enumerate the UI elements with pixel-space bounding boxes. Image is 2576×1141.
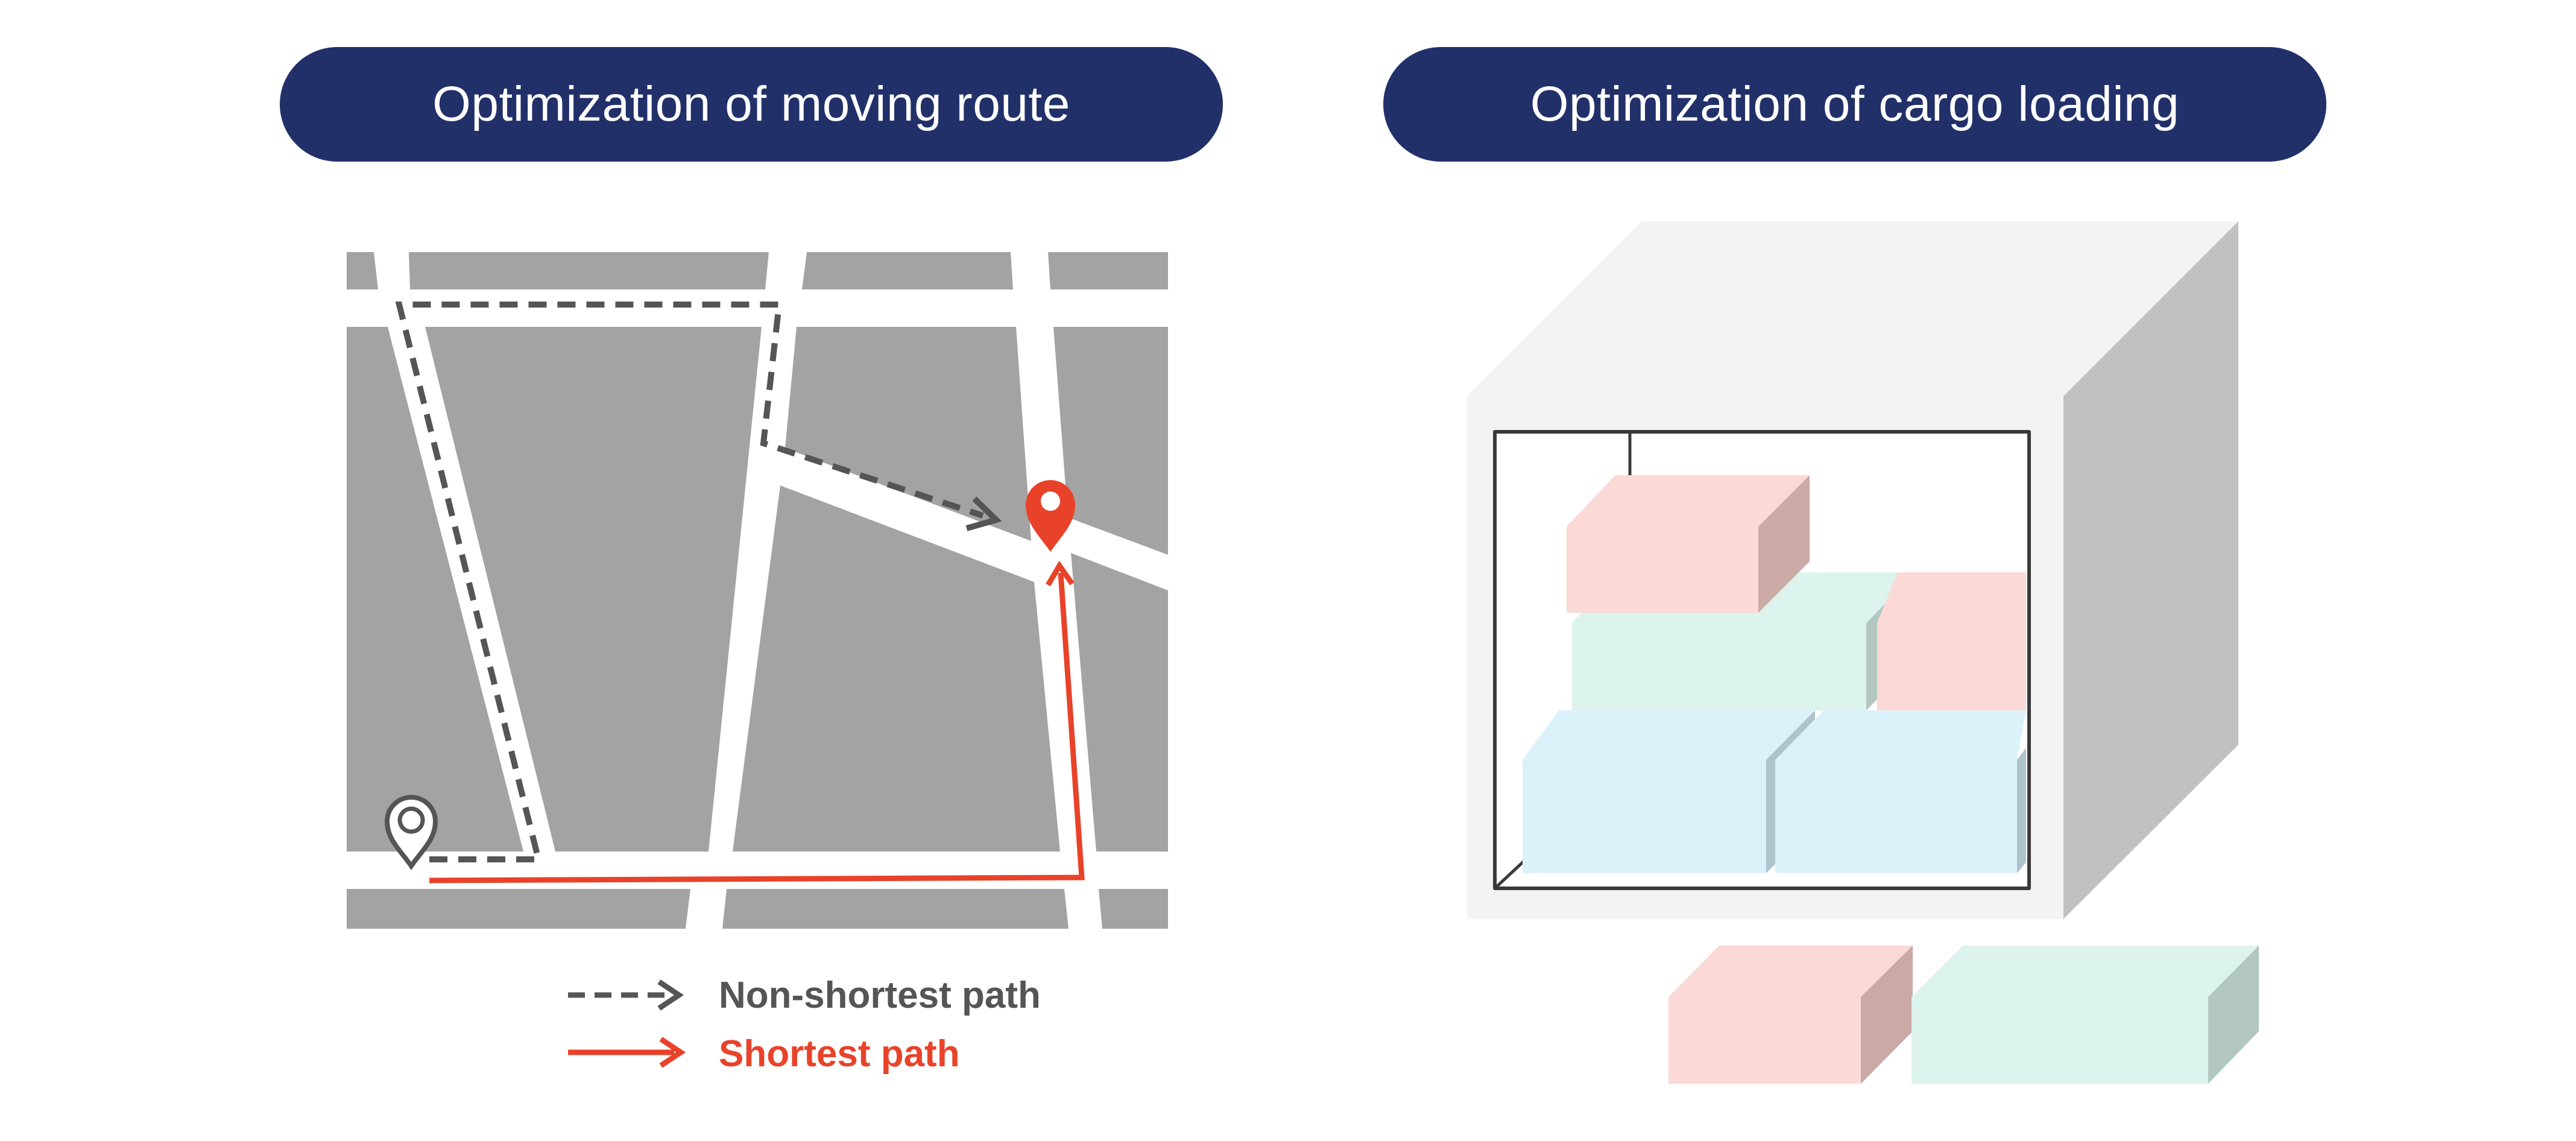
map-block	[785, 327, 1031, 541]
cargo-box-pink-middle-right	[1877, 572, 2026, 710]
map-blocks	[347, 252, 1168, 929]
legend-non-shortest-label: Non-shortest path	[719, 975, 1041, 1016]
route-title-pill: Optimization of moving route	[280, 47, 1223, 162]
container-side-face	[2063, 221, 2238, 919]
map-block	[1048, 252, 1168, 289]
route-title: Optimization of moving route	[432, 77, 1070, 131]
non-shortest-arrowhead	[965, 496, 1002, 531]
cargo-box-blue-left	[1523, 710, 1815, 873]
shortest-path	[429, 560, 1085, 883]
cargo-box-pink-top	[1567, 475, 1810, 613]
map-block	[347, 889, 690, 929]
cargo-title: Optimization of cargo loading	[1530, 77, 2180, 131]
start-location-pin-icon	[384, 795, 438, 871]
cargo-box-green-outside	[1911, 946, 2259, 1084]
cargo-title-pill: Optimization of cargo loading	[1383, 47, 2326, 162]
legend-shortest-label: Shortest path	[719, 1033, 960, 1075]
container-top-face	[1467, 221, 2238, 396]
destination-location-pin-icon	[1026, 480, 1075, 552]
legend-shortest-swatch	[568, 1037, 686, 1068]
map-block	[409, 252, 769, 289]
map-block	[722, 889, 1069, 929]
legend-non-shortest-swatch	[568, 979, 684, 1011]
map-block	[1053, 327, 1168, 555]
cargo-box-blue-right	[1775, 710, 2026, 873]
map-block	[802, 252, 1013, 289]
map-block	[425, 327, 762, 852]
map-block	[347, 327, 523, 852]
map-block	[347, 252, 378, 289]
shortest-arrowhead	[1046, 560, 1075, 587]
non-shortest-path	[395, 302, 1002, 862]
cargo-box-pink-outside	[1668, 946, 1913, 1084]
cargo-container-illustration	[1467, 221, 2259, 1084]
map-block	[1099, 889, 1168, 929]
map-block	[1071, 553, 1168, 852]
map-block	[733, 485, 1060, 852]
